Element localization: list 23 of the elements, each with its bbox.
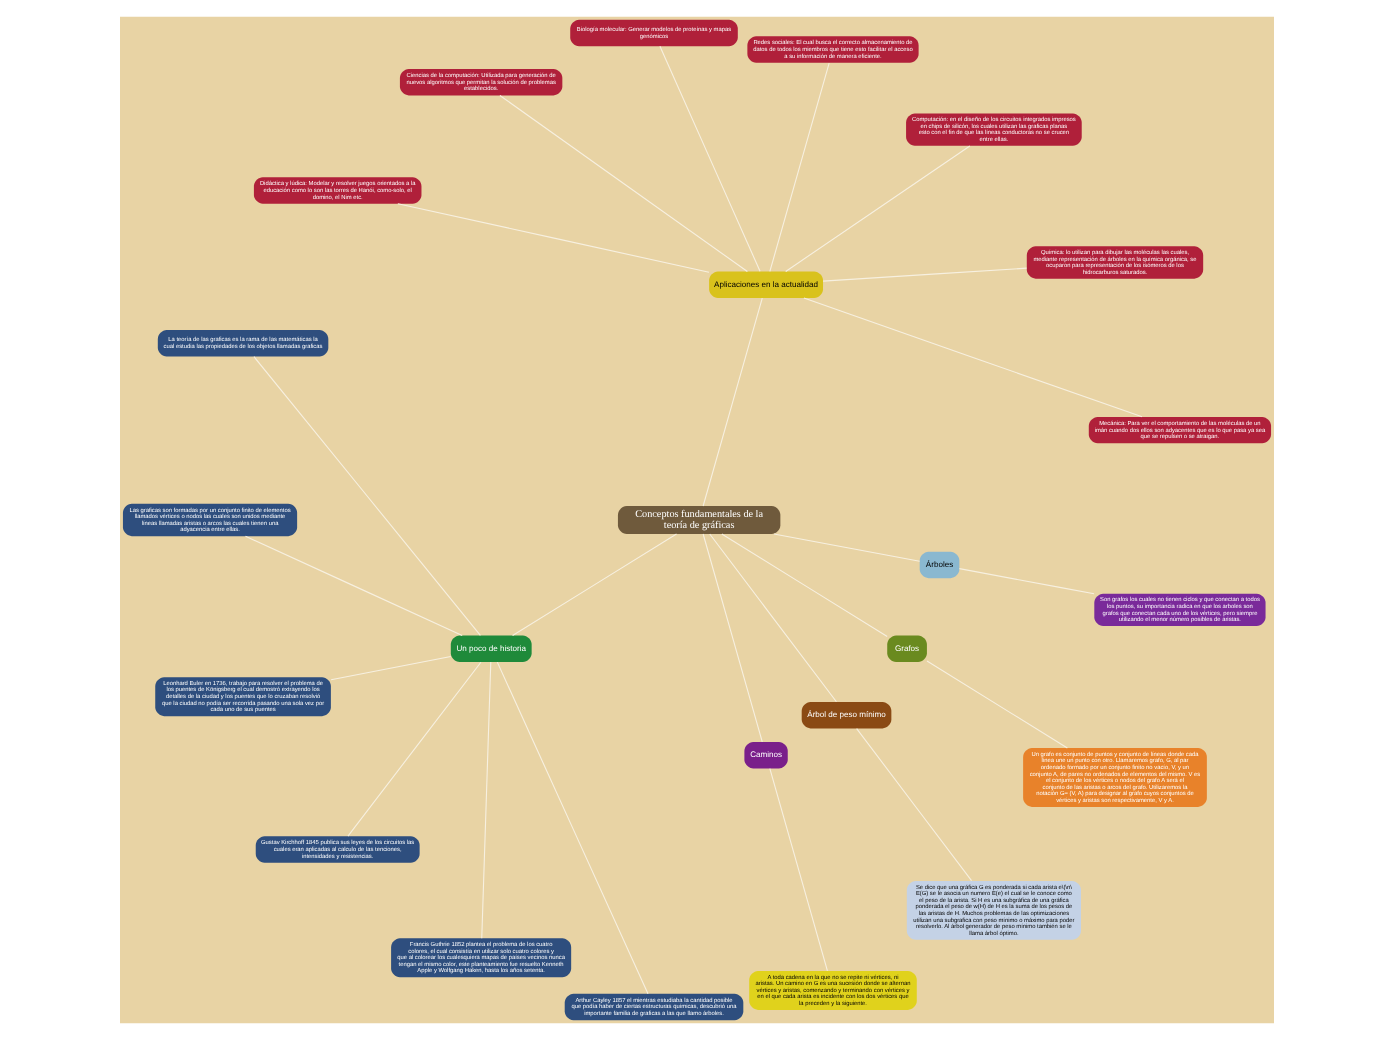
connector bbox=[701, 297, 762, 507]
connector bbox=[658, 45, 760, 272]
connector bbox=[252, 356, 480, 636]
connector bbox=[495, 661, 648, 995]
connector bbox=[329, 656, 451, 681]
connector bbox=[768, 768, 827, 972]
connector bbox=[957, 568, 1094, 595]
connector bbox=[720, 533, 887, 637]
connector bbox=[802, 297, 1142, 418]
connector bbox=[821, 267, 1027, 282]
connector bbox=[480, 661, 491, 939]
connector bbox=[784, 145, 970, 272]
connector bbox=[708, 533, 836, 703]
connector bbox=[855, 728, 972, 882]
connector bbox=[701, 533, 762, 743]
connector bbox=[346, 661, 481, 837]
connector bbox=[511, 533, 677, 637]
connector bbox=[498, 94, 747, 273]
connector bbox=[925, 660, 1067, 749]
connector bbox=[772, 533, 920, 562]
connector bbox=[243, 535, 462, 636]
connector bbox=[768, 62, 829, 272]
connector bbox=[396, 203, 709, 273]
